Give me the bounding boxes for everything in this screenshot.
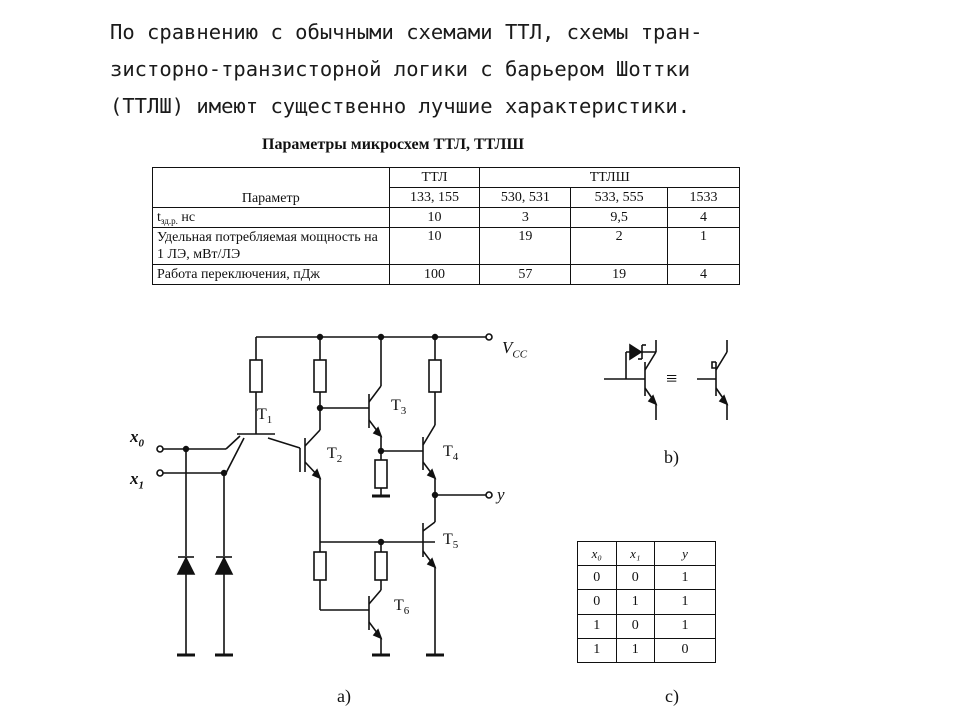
- t6-label: T6: [394, 597, 409, 617]
- x1-sub: 1: [138, 479, 145, 492]
- table-cell: 0: [615, 565, 655, 591]
- intro-line-2: зисторно-транзисторной логики с барьером…: [110, 57, 691, 81]
- equivalence-sign: ≡: [666, 368, 678, 390]
- t5-main: T: [443, 531, 453, 548]
- t3-sub: 3: [400, 405, 407, 418]
- circuit-wires: [156, 333, 493, 657]
- param-header: Параметр: [152, 167, 390, 208]
- table-cell: 0: [615, 613, 655, 639]
- t2-sub: 2: [336, 453, 343, 466]
- params-table: Параметр ТТЛ ТТЛШ 133, 155 530, 531 533,…: [152, 167, 740, 285]
- t3-main: T: [391, 397, 401, 414]
- table-cell: 1: [654, 565, 716, 591]
- table-cell: 57: [479, 264, 572, 285]
- t4-sub: 4: [452, 451, 459, 464]
- x0-main: x: [130, 427, 139, 446]
- truth-header-row: x₀ x₁ y: [577, 540, 716, 567]
- table-cell: 1: [615, 637, 655, 664]
- table-cell: 0: [654, 637, 716, 664]
- table-cell: 100: [388, 264, 481, 285]
- table-caption: Параметры микросхем ТТЛ, ТТЛШ: [262, 136, 525, 153]
- row-delay-label-unit: нс: [177, 209, 196, 225]
- table-cell: 1: [667, 227, 740, 265]
- panel-c-caption: c): [665, 686, 679, 706]
- group-ttlsh: ТТЛШ: [479, 167, 740, 188]
- series-533: 533, 555: [570, 187, 669, 208]
- params-row-delay: tзд.р. нс 10 3 9,5 4: [152, 207, 740, 228]
- intro-line-1: По сравнению с обычными схемами ТТЛ, схе…: [110, 20, 703, 44]
- row-delay-label-sub: зд.р.: [160, 215, 178, 226]
- vcc-label: VCC: [502, 338, 527, 360]
- t4-label: T4: [443, 443, 458, 463]
- t5-label: T5: [443, 531, 458, 551]
- table-cell: 1: [654, 613, 716, 639]
- t2-main: T: [327, 445, 337, 462]
- truth-header-x1: x₁: [615, 540, 655, 567]
- t6-sub: 6: [403, 605, 410, 618]
- params-row-switching: Работа переключения, пДж 100 57 19 4: [152, 264, 740, 285]
- table-cell: 1: [654, 589, 716, 615]
- table-cell: 0: [577, 589, 617, 615]
- table-row: 1 1 0: [577, 637, 716, 664]
- t3-label: T3: [391, 397, 406, 417]
- schottky-symbol-panel: [604, 340, 729, 420]
- table-row: 0 1 1: [577, 589, 716, 615]
- truth-header-x0: x₀: [577, 540, 617, 567]
- series-530: 530, 531: [479, 187, 572, 208]
- intro-line-3: (ТТЛШ) имеют существенно лучшие характер…: [110, 94, 691, 118]
- row-power-label: Удельная потребляемая мощность на 1 ЛЭ, …: [152, 227, 390, 265]
- t1-sub: 1: [266, 414, 273, 427]
- x0-sub: 0: [138, 437, 145, 450]
- table-cell: 0: [577, 565, 617, 591]
- x0-label: x0: [130, 427, 144, 449]
- t1-label: T1: [257, 406, 272, 426]
- vcc-sub: CC: [512, 348, 528, 361]
- panel-a-caption: a): [337, 686, 351, 706]
- intro-paragraph: По сравнению с обычными схемами ТТЛ, схе…: [110, 14, 800, 125]
- table-cell: 19: [479, 227, 572, 265]
- row-switching-label: Работа переключения, пДж: [152, 264, 390, 285]
- t6-main: T: [394, 597, 404, 614]
- truth-table: x₀ x₁ y 0 0 1 0 1 1 1 0 1 1 1 0: [577, 540, 716, 664]
- table-cell: 1: [577, 613, 617, 639]
- t4-main: T: [443, 443, 453, 460]
- table-cell: 1: [577, 637, 617, 664]
- y-output-label: y: [497, 485, 505, 504]
- table-row: 0 0 1: [577, 565, 716, 591]
- x1-label: x1: [130, 469, 144, 491]
- t2-label: T2: [327, 445, 342, 465]
- x1-main: x: [130, 469, 139, 488]
- table-cell: 4: [667, 264, 740, 285]
- truth-header-y: y: [654, 540, 716, 567]
- table-cell: 1: [615, 589, 655, 615]
- params-header-row-1: Параметр ТТЛ ТТЛШ: [152, 167, 740, 208]
- t1-main: T: [257, 406, 267, 423]
- row-delay-label-main: t: [157, 209, 161, 225]
- table-row: 1 0 1: [577, 613, 716, 639]
- vcc-main: V: [502, 338, 513, 357]
- panel-b-caption: b): [664, 447, 679, 467]
- t5-sub: 5: [452, 539, 459, 552]
